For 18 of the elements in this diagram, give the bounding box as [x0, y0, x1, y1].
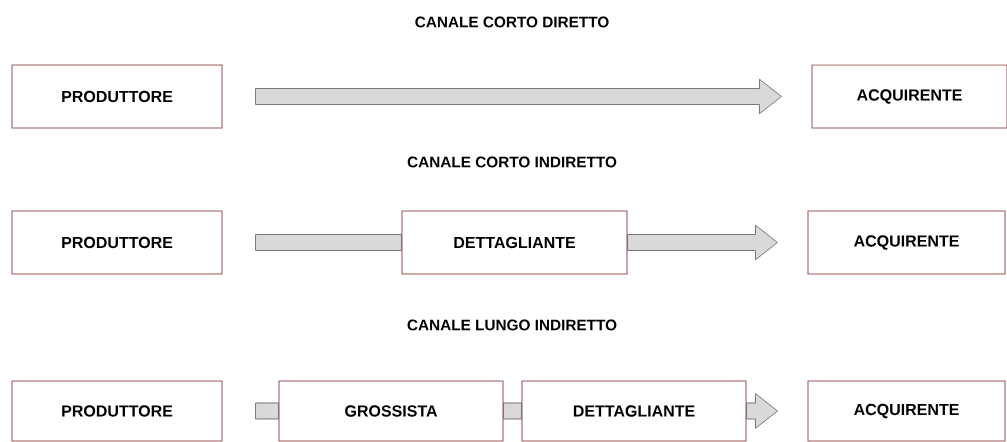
process-box: GROSSISTA	[278, 380, 504, 442]
process-box: ACQUIRENTE	[807, 210, 1006, 275]
process-box: ACQUIRENTE	[807, 380, 1006, 442]
process-box: PRODUTTORE	[11, 380, 223, 442]
block-arrow	[255, 402, 279, 420]
row-heading: CANALE CORTO INDIRETTO	[407, 156, 617, 168]
block-arrow	[627, 224, 778, 261]
process-box: PRODUTTORE	[11, 64, 223, 129]
block-arrow	[503, 402, 522, 420]
block-arrow	[746, 393, 778, 429]
block-arrow	[255, 234, 402, 251]
block-arrow	[255, 78, 782, 115]
process-box: PRODUTTORE	[11, 210, 223, 275]
process-box: DETTAGLIANTE	[521, 380, 747, 442]
row-heading: CANALE CORTO DIRETTO	[415, 16, 609, 28]
row-heading: CANALE LUNGO INDIRETTO	[407, 319, 617, 331]
process-box: DETTAGLIANTE	[401, 210, 628, 275]
process-box: ACQUIRENTE	[811, 64, 1007, 129]
